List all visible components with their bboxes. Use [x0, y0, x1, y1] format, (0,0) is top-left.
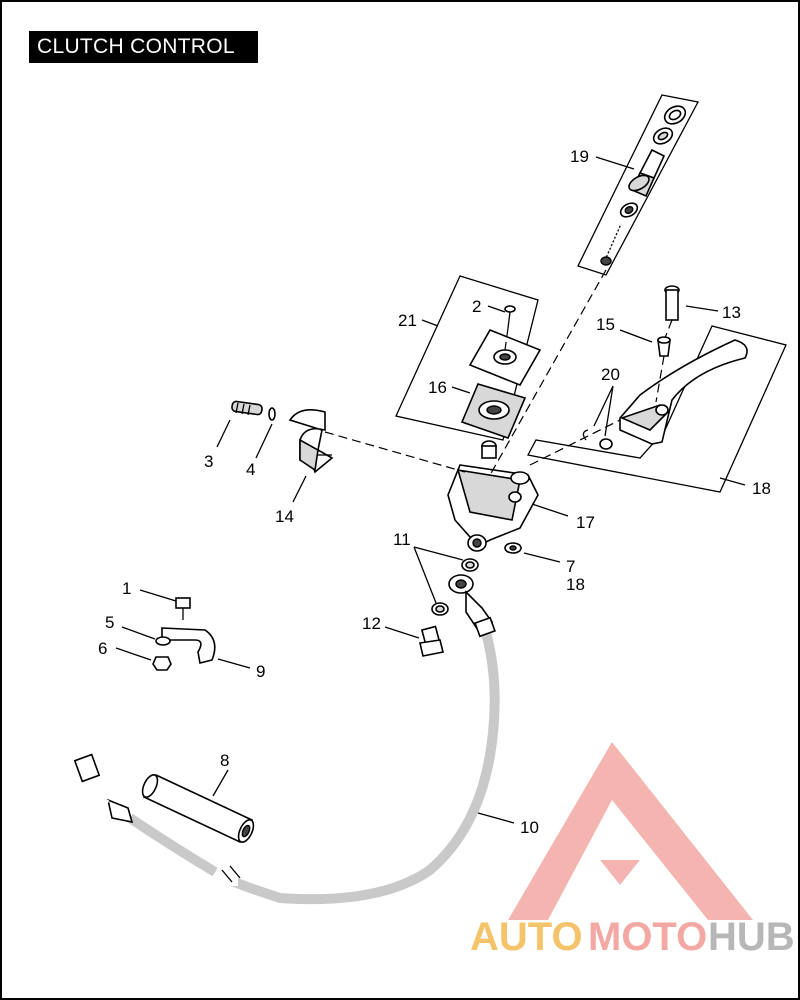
part-4-oring	[268, 407, 276, 421]
callout-17: 17	[576, 513, 595, 532]
part-18-lever	[619, 339, 748, 445]
assembly-line-15-18	[655, 355, 665, 403]
callout-15: 15	[596, 315, 615, 334]
callout-8: 8	[220, 751, 229, 770]
callout-18-lever: 18	[752, 479, 771, 498]
callout-3: 3	[204, 452, 213, 471]
part-15-bushing	[657, 336, 671, 357]
callout-5: 5	[105, 613, 114, 632]
assembly-line-2-21	[504, 327, 509, 351]
callout-1: 1	[122, 579, 131, 598]
callout-20: 20	[601, 365, 620, 384]
callout-12: 12	[362, 614, 381, 633]
part-7-washer	[504, 542, 522, 554]
callout-13: 13	[722, 303, 741, 322]
callout-2: 2	[472, 297, 481, 316]
callout-18-washer: 18	[566, 575, 585, 594]
callout-10: 10	[520, 818, 539, 837]
group-box-19	[577, 94, 699, 276]
part-6-nut	[152, 656, 172, 671]
watermark-text: AUTO MOTO HUB	[470, 915, 795, 959]
assembly-line-13-15	[664, 319, 673, 339]
callout-9: 9	[256, 662, 265, 681]
assembly-line-14-17	[324, 431, 466, 473]
callout-6: 6	[98, 639, 107, 658]
part-21-cover	[468, 328, 542, 387]
callout-7: 7	[566, 557, 575, 576]
callout-21: 21	[398, 311, 417, 330]
part-10-hose	[73, 574, 500, 905]
watermark-hub: HUB	[708, 915, 795, 959]
callout-16: 16	[428, 378, 447, 397]
callout-14: 14	[275, 507, 294, 526]
assembly-line-19-17	[489, 269, 607, 476]
part-20-clip-nut	[582, 429, 613, 450]
part-14-housing	[288, 409, 334, 474]
part-1-bolt	[175, 597, 191, 620]
part-11-washers	[431, 558, 479, 616]
watermark-logo-inner	[560, 800, 690, 905]
part-3-switch	[231, 400, 263, 416]
leader-lines	[115, 156, 746, 824]
diagram-title: CLUTCH CONTROL	[29, 31, 258, 63]
part-8-sleeve	[141, 773, 255, 844]
part-19-piston	[600, 105, 687, 266]
part-13-pin	[664, 285, 680, 321]
part-12-banjo-bolt	[419, 625, 444, 657]
assembly-line-18-17	[529, 419, 621, 466]
callout-19: 19	[570, 147, 589, 166]
watermark-auto: AUTO	[470, 915, 583, 959]
part-5-washer	[155, 636, 171, 646]
callout-11: 11	[393, 530, 411, 549]
callout-4: 4	[246, 460, 255, 479]
watermark-moto: MOTO	[588, 915, 707, 959]
part-2-screw	[504, 305, 516, 329]
watermark-logo	[508, 742, 753, 920]
group-box-21	[395, 275, 539, 441]
part-17-master-cylinder	[447, 464, 539, 552]
watermark-logo-hook	[600, 860, 640, 885]
part-16-diaphragm	[460, 383, 527, 459]
part-9-clamp	[161, 627, 216, 664]
watermark-logo-triangle	[508, 742, 753, 920]
